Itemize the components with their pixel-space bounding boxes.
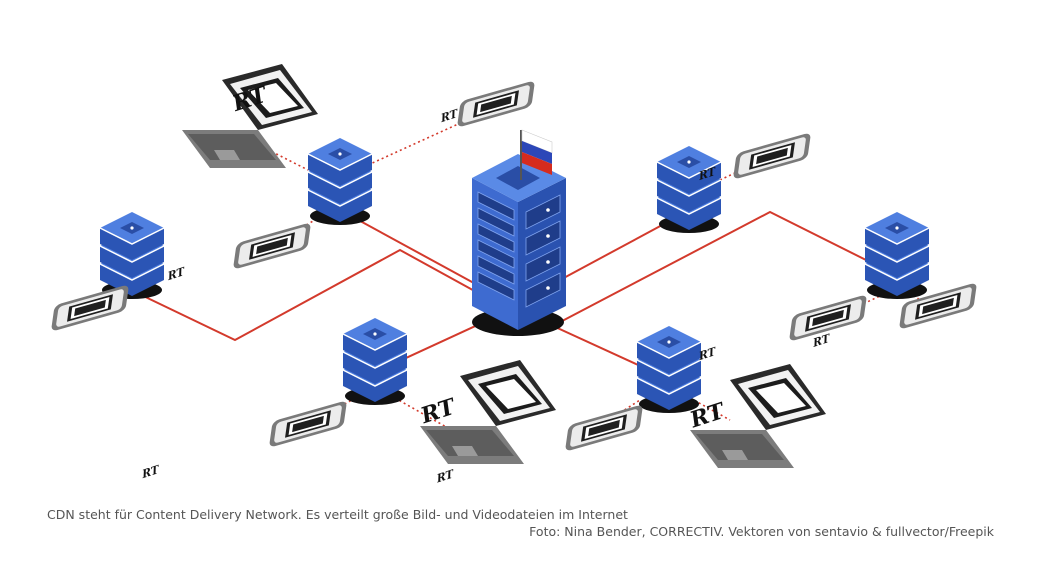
rt-logo: RT xyxy=(813,330,830,350)
edge-server-right xyxy=(864,211,930,300)
phone-icon-top xyxy=(456,80,536,128)
edge-server-left xyxy=(99,211,165,300)
figure-caption: CDN steht für Content Delivery Network. … xyxy=(47,507,628,522)
edge-server-upper-left xyxy=(307,137,373,226)
figure-credit: Foto: Nina Bender, CORRECTIV. Vektoren v… xyxy=(529,524,994,539)
rt-logo: RT xyxy=(699,344,716,364)
rt-logo: RT xyxy=(142,462,159,482)
phone-icon-left xyxy=(50,284,130,332)
rt-logo: RT xyxy=(441,106,458,126)
phone-icon-lower-middle xyxy=(564,404,644,452)
connection-lines xyxy=(134,209,871,376)
edge-server-lower-right xyxy=(636,325,702,414)
laptop-icon-top-left xyxy=(182,64,318,168)
rt-logo: RT xyxy=(437,466,454,486)
edge-server-upper-right xyxy=(656,145,722,234)
russia-flag xyxy=(520,129,553,180)
rt-logo: RT xyxy=(420,393,457,430)
edge-server-lower-left xyxy=(342,317,408,406)
line-right-server xyxy=(544,210,871,331)
rt-logo: RT xyxy=(168,264,185,284)
origin-server xyxy=(472,154,566,336)
rt-logo: RT xyxy=(699,163,716,183)
phone-icon-upper-left xyxy=(232,222,312,270)
phone-icon-lower-left xyxy=(268,400,348,448)
line-left-server xyxy=(134,248,501,342)
phone-icon-upper-right xyxy=(732,132,812,180)
